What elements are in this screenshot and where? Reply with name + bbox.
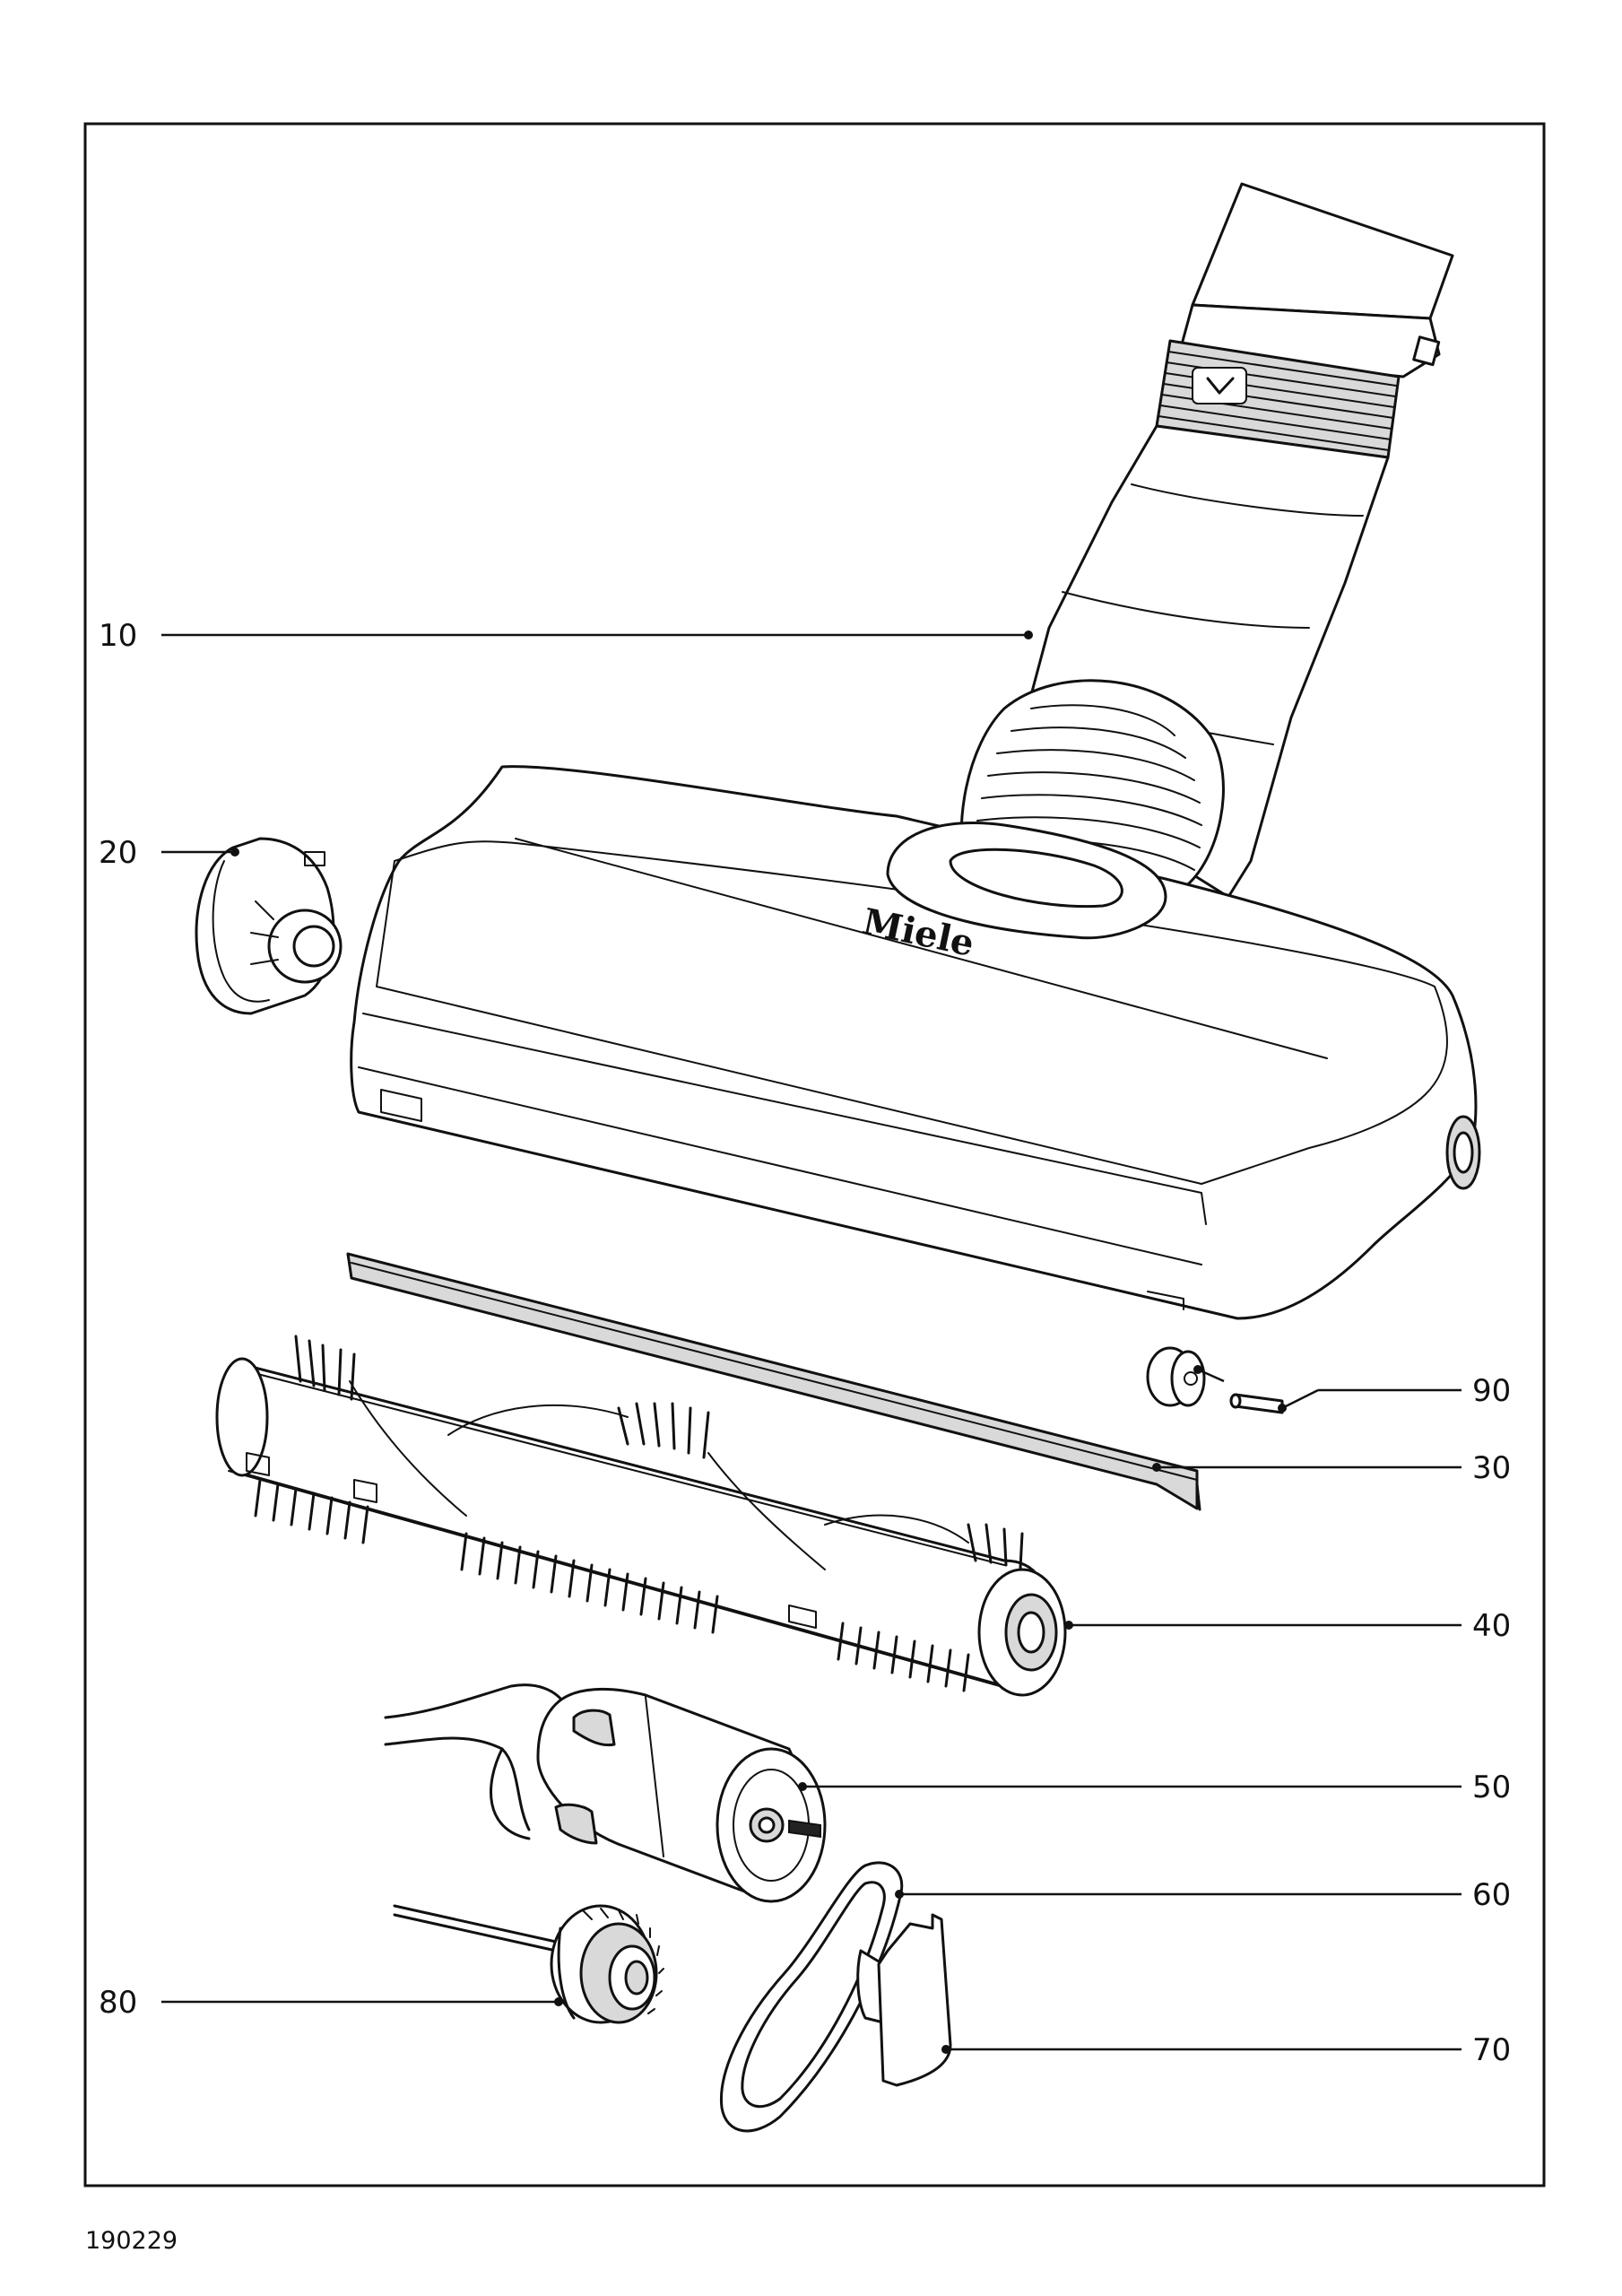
part-90-wheel-axle xyxy=(1146,1346,1284,1414)
callout-50: 50 xyxy=(798,1770,1511,1805)
callout-20: 20 xyxy=(99,835,239,871)
callout-80: 80 xyxy=(99,1985,563,2021)
callout-10: 10 xyxy=(99,618,1033,654)
callout-label-40: 40 xyxy=(1472,1608,1511,1644)
part-70-cover-clip xyxy=(856,1913,952,2087)
part-10-nozzle-housing: Miele xyxy=(350,182,1481,1320)
callout-label-50: 50 xyxy=(1472,1770,1511,1805)
callout-label-70: 70 xyxy=(1472,2032,1511,2068)
part-40-brush-roller xyxy=(215,1335,1067,1697)
part-30-strip xyxy=(346,1252,1201,1511)
part-50-motor xyxy=(384,1683,827,1903)
callout-label-90: 90 xyxy=(1472,1373,1511,1409)
callout-label-30: 30 xyxy=(1472,1450,1511,1486)
callout-60: 60 xyxy=(895,1877,1511,1913)
callout-40: 40 xyxy=(1064,1608,1511,1644)
document-id: 190229 xyxy=(85,2227,178,2255)
callout-label-10: 10 xyxy=(99,618,137,654)
part-80-pulley xyxy=(393,1904,664,2024)
callout-label-80: 80 xyxy=(99,1985,137,2021)
callout-label-60: 60 xyxy=(1472,1877,1511,1913)
callout-label-20: 20 xyxy=(99,835,137,871)
callout-90: 90 xyxy=(1193,1365,1511,1413)
callout-70: 70 xyxy=(941,2032,1511,2068)
part-20-end-cap xyxy=(195,837,343,1015)
diagram-frame xyxy=(83,122,1546,2187)
callout-30: 30 xyxy=(1152,1450,1511,1486)
